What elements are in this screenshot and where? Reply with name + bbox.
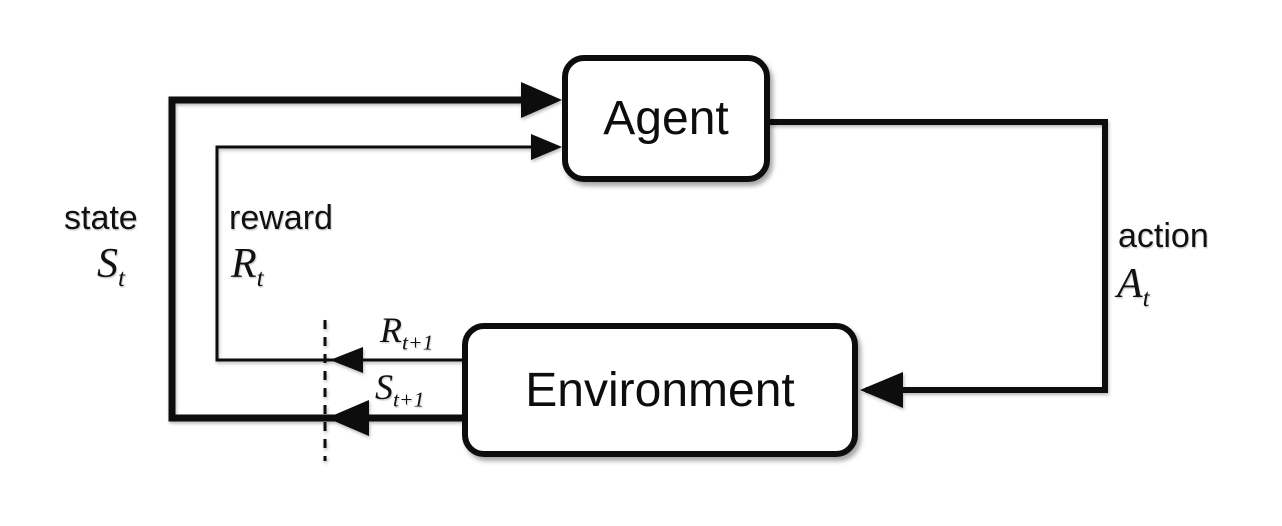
next-state-symbol: St+1 — [375, 366, 424, 410]
agent-node: Agent — [562, 55, 770, 182]
reward-symbol: Rt — [231, 240, 264, 291]
reward-label: reward — [229, 199, 333, 237]
action-arrowhead-into-environment-icon — [860, 372, 903, 408]
environment-node: Environment — [462, 323, 858, 457]
next-state-symbol-base: S — [375, 367, 393, 407]
next-state-symbol-sub: t+1 — [393, 387, 425, 412]
next-reward-symbol: Rt+1 — [380, 309, 433, 353]
action-symbol-sub: t — [1142, 284, 1150, 312]
reward-symbol-sub: t — [256, 264, 264, 292]
state-label: state — [64, 199, 138, 237]
state-symbol-sub: t — [118, 264, 125, 292]
state-loop-path — [168, 96, 554, 422]
action-path — [770, 119, 1108, 393]
agent-node-label: Agent — [603, 92, 729, 145]
reward-loop-line — [215, 134, 562, 373]
next-reward-arrowhead-icon — [330, 347, 363, 373]
action-symbol: At — [1117, 260, 1150, 311]
state-symbol: St — [97, 240, 125, 291]
next-reward-symbol-sub: t+1 — [402, 330, 434, 355]
state-arrowhead-into-agent-icon — [521, 82, 562, 118]
action-label: action — [1118, 217, 1209, 255]
state-symbol-base: S — [97, 241, 118, 287]
action-line — [770, 119, 1108, 408]
next-reward-symbol-base: R — [380, 310, 402, 350]
next-state-arrowhead-icon — [327, 400, 369, 436]
action-symbol-base: A — [1117, 261, 1143, 307]
reward-symbol-base: R — [231, 241, 257, 287]
state-loop-line — [168, 82, 562, 436]
environment-node-label: Environment — [525, 363, 795, 417]
reward-arrowhead-into-agent-icon — [531, 134, 562, 160]
